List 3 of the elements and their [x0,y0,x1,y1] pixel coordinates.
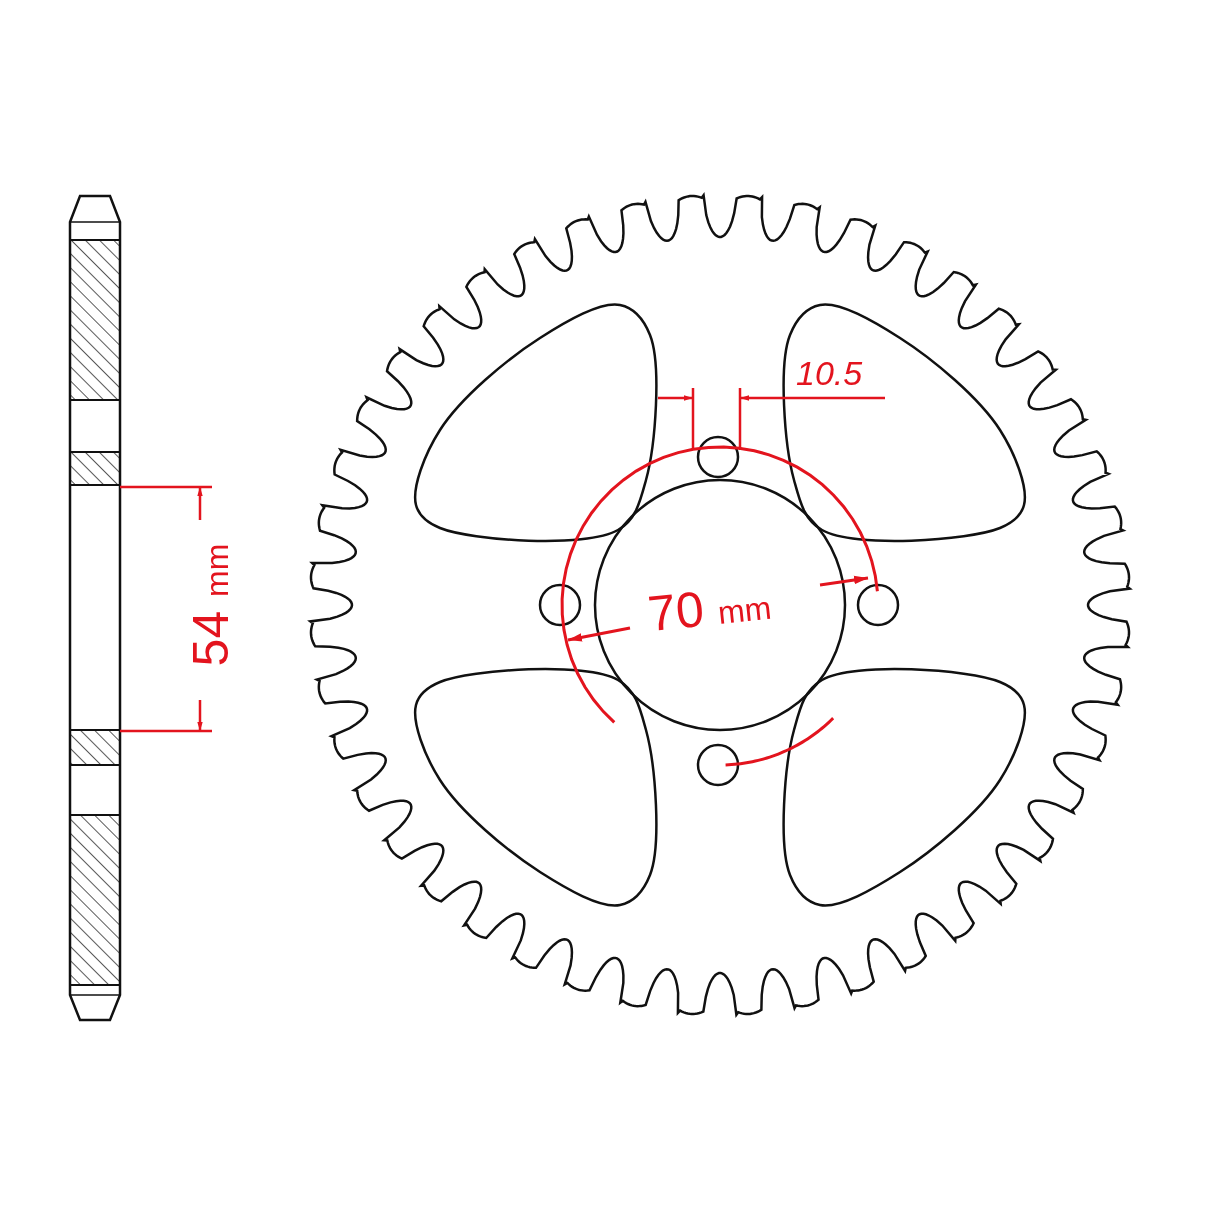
dimension-value: 70 mm [645,579,774,640]
dimension-value: 10.5 [796,356,863,390]
dimension-value: 54 mm [186,543,237,667]
